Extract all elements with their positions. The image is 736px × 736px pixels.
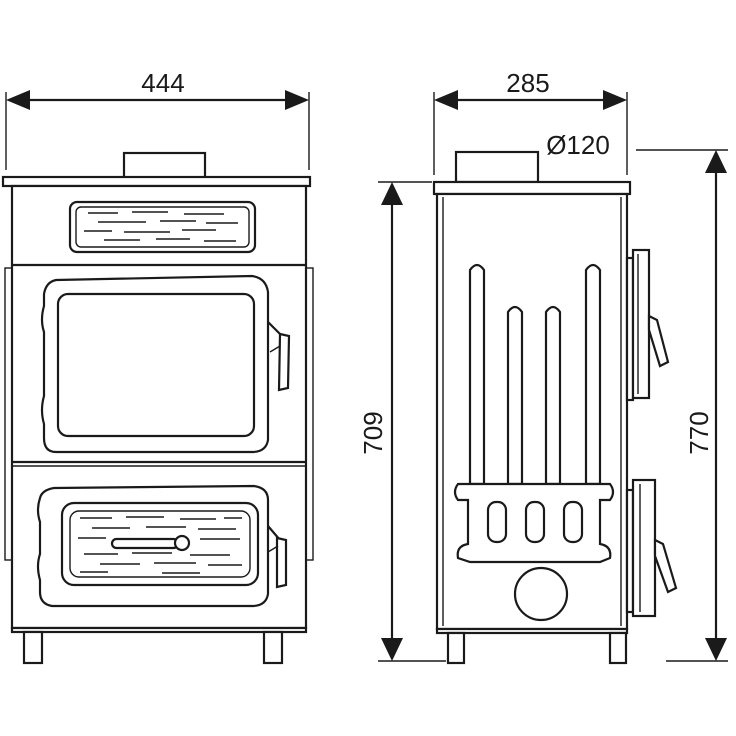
arrow-up: [705, 150, 727, 173]
side-fin-4: [584, 263, 602, 486]
front-lower-handle: [275, 536, 288, 589]
front-upper-door-window: [56, 292, 256, 438]
side-top-plate: [432, 180, 632, 196]
side-rear-leg: [608, 631, 628, 665]
arrow-up: [381, 182, 403, 205]
side-slot-3: [562, 500, 584, 544]
side-upper-handle: [647, 314, 670, 368]
side-front-leg: [446, 631, 466, 665]
arrow-down: [705, 638, 727, 661]
dimension-depth-285: 285: [433, 68, 628, 175]
front-right-side: [305, 267, 314, 561]
side-lower-door: [631, 478, 657, 618]
front-base: [10, 626, 308, 634]
arrow-left: [6, 90, 30, 110]
side-flue-collar: [454, 150, 540, 184]
flue-diameter-label: Ø120: [546, 130, 610, 160]
front-lower-panel-texture: [78, 516, 242, 574]
front-right-leg: [262, 630, 284, 665]
side-air-inlet: [513, 566, 569, 622]
body-height-label: 709: [358, 411, 388, 454]
side-fin-1: [468, 263, 486, 486]
front-top-vent-texture: [84, 211, 238, 242]
front-upper-handle: [277, 332, 291, 392]
arrow-down: [381, 638, 403, 661]
side-slot-1: [486, 500, 508, 544]
front-view: [1, 151, 314, 665]
side-view: [432, 150, 678, 665]
side-fin-3: [544, 305, 562, 486]
dimension-height-770: 770: [636, 149, 728, 662]
side-lower-handle: [653, 538, 678, 594]
side-fin-2: [506, 305, 524, 486]
front-top-vent: [68, 200, 257, 254]
front-top-plate: [1, 175, 312, 188]
arrow-right: [285, 90, 309, 110]
side-upper-door: [631, 248, 651, 400]
side-slot-2: [524, 500, 546, 544]
width-label: 444: [141, 68, 184, 98]
side-base: [435, 627, 629, 635]
front-draft-knob: [173, 534, 191, 552]
depth-label: 285: [506, 68, 549, 98]
dimension-width-444: 444: [5, 68, 310, 170]
dimension-height-709: 709: [358, 181, 446, 662]
front-left-leg: [22, 630, 44, 665]
arrow-right: [603, 90, 627, 110]
front-draft-slider: [110, 537, 180, 550]
front-flue-collar: [122, 151, 207, 180]
front-left-side: [4, 267, 13, 561]
total-height-label: 770: [684, 411, 714, 454]
arrow-left: [434, 90, 458, 110]
